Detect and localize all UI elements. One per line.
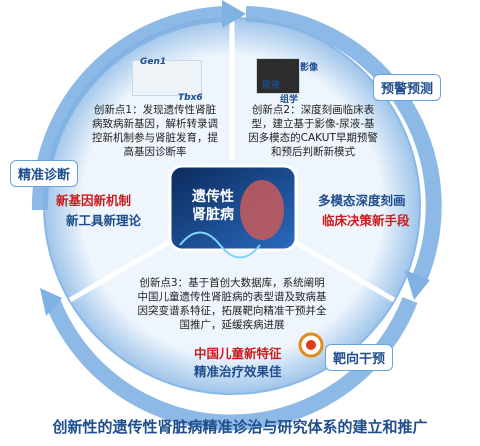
innovation-3-text: 创新点3：基于首创大数据库，系统阐明 中国儿童遗传性肾脏病的表型谱及致病基 因突…	[137, 277, 327, 331]
dna-helix	[179, 231, 261, 259]
arrowhead-right	[405, 270, 430, 300]
slogan-clinical-decision: 临床决策新手段	[322, 213, 410, 228]
omics-label: 组学	[280, 95, 299, 105]
multimodal-image-thumbnail	[256, 58, 300, 94]
gene-image-thumbnail	[132, 60, 202, 96]
slogan-new-gene: 新基因新机制	[56, 193, 132, 208]
imaging-label: 影像	[300, 63, 319, 73]
kidney-shape	[240, 180, 284, 240]
tag-targeted-intervention: 靶向干预	[325, 344, 394, 371]
gene2-label: Tbx6	[178, 93, 203, 103]
slogan-new-tools: 新工具新理论	[66, 213, 142, 228]
gene1-label: Gen1	[140, 57, 167, 67]
tag-precise-diagnosis: 精准诊断	[10, 160, 79, 187]
innovation-2-text: 创新点2：深度刻画临床表 型，建立基于影像-尿液-基 因多模态的CAKUT早期预…	[248, 104, 378, 158]
target-icon-inner	[306, 340, 316, 350]
urine-label: 尿液	[262, 81, 281, 91]
slogan-precise-treatment: 精准治疗效果佳	[194, 364, 282, 379]
arrowhead-bottom	[40, 288, 62, 316]
arrowhead-top-left	[222, 0, 246, 28]
center-label: 遗传性 肾脏病	[192, 189, 234, 223]
slogan-multimodal: 多模态深度刻画	[318, 193, 406, 208]
slogan-china-children: 中国儿童新特征	[194, 346, 282, 361]
innovation-1-text: 创新点1：发现遗传性肾脏 病致病新基因，解析转录调 控新机制参与肾脏发育，提 高…	[92, 104, 218, 158]
tag-early-warning: 预警预测	[373, 74, 442, 101]
arrow-right	[245, 6, 442, 286]
page-title: 创新性的遗传性肾脏病精准诊治与研究体系的建立和推广	[52, 418, 428, 436]
